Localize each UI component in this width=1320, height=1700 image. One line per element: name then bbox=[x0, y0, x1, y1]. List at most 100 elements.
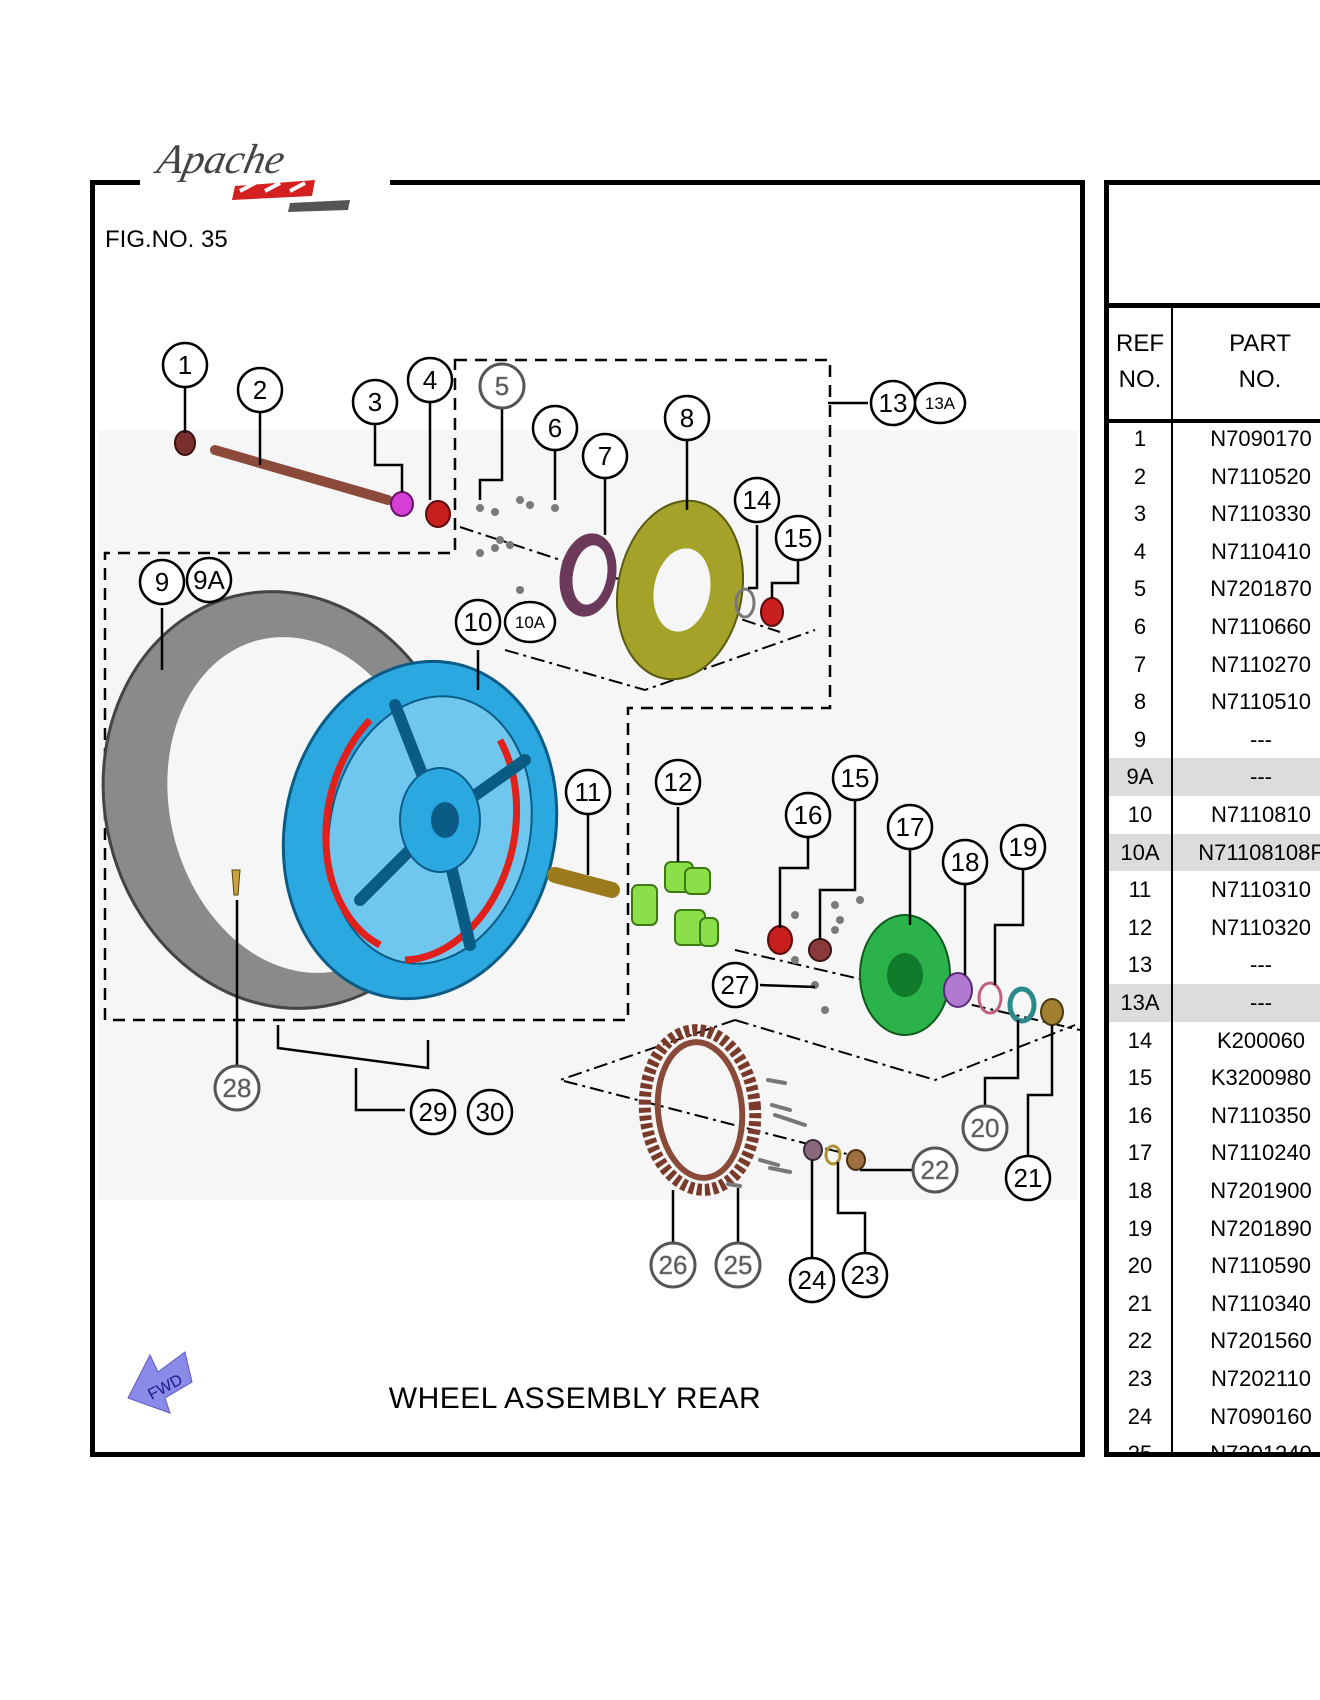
callout-1: 1 bbox=[161, 341, 209, 389]
ref-no-cell: 4 bbox=[1133, 538, 1147, 564]
callout-15: 15 bbox=[831, 754, 879, 802]
callout-label: 12 bbox=[664, 767, 693, 797]
ref-no-cell: 25 bbox=[1127, 1441, 1153, 1457]
table-row: 9A--- bbox=[1109, 758, 1320, 796]
part-no-cell: N7110410 bbox=[1211, 538, 1311, 564]
callout-label: 20 bbox=[971, 1113, 1000, 1143]
sprocket-hub bbox=[859, 914, 951, 1036]
ref-no-cell: 2 bbox=[1133, 463, 1147, 489]
part-no-cell: N7110590 bbox=[1211, 1253, 1311, 1279]
fwd-arrow-icon: FWD bbox=[127, 1351, 193, 1414]
ref-no-cell: 10A bbox=[1120, 839, 1160, 865]
ref-no-cell: 24 bbox=[1127, 1403, 1153, 1429]
ref-no-cell: 18 bbox=[1127, 1178, 1153, 1203]
callout-29: 29 bbox=[409, 1088, 457, 1136]
ref-no-cell: 7 bbox=[1133, 651, 1147, 677]
callout-23: 23 bbox=[841, 1251, 889, 1299]
callout-5: 5 bbox=[478, 362, 526, 410]
callout-label: 29 bbox=[419, 1097, 448, 1127]
part-no-cell: N71108108F bbox=[1198, 839, 1320, 865]
table-row: 18 N7201900 bbox=[1109, 1172, 1320, 1210]
callout-label: 15 bbox=[784, 523, 813, 553]
ref-no-cell: 9 bbox=[1133, 726, 1147, 752]
rear-wheel-rim bbox=[281, 659, 559, 1001]
ref-no-cell: 22 bbox=[1127, 1328, 1153, 1354]
callout-label: 25 bbox=[724, 1250, 753, 1280]
callout-25: 25 bbox=[714, 1241, 762, 1289]
callout-label: 13A bbox=[925, 394, 956, 413]
callout-label: 3 bbox=[368, 387, 382, 417]
callout-label: 16 bbox=[794, 800, 823, 830]
table-row: 12 N7110320 bbox=[1109, 909, 1320, 947]
callout-24: 24 bbox=[788, 1256, 836, 1304]
brake-disc bbox=[615, 499, 745, 681]
ref-no-cell: 15 bbox=[1127, 1065, 1153, 1091]
callout-label: 4 bbox=[423, 365, 437, 395]
part-no-cell: N7110810 bbox=[1211, 802, 1311, 827]
apache-logo-icon: Apache bbox=[150, 136, 350, 212]
table-row: 10A N71108108F bbox=[1109, 833, 1320, 872]
callout-19: 19 bbox=[999, 823, 1047, 871]
part-no-cell: N7201870 bbox=[1210, 576, 1312, 602]
spacer-11 bbox=[547, 867, 620, 898]
callout-label: 10A bbox=[515, 613, 546, 632]
callout-30: 30 bbox=[466, 1088, 514, 1136]
callout-label: 7 bbox=[598, 441, 612, 471]
callout-label: 11 bbox=[575, 777, 602, 807]
part-no-cell: N7201560 bbox=[1210, 1328, 1312, 1354]
table-row: 21 N7110340 bbox=[1109, 1285, 1320, 1323]
group-boxes bbox=[103, 358, 832, 1022]
part-no-cell: --- bbox=[1250, 764, 1272, 790]
callout-label: 21 bbox=[1014, 1163, 1043, 1193]
ref-no-cell: 19 bbox=[1127, 1215, 1153, 1241]
ref-no-cell: 10 bbox=[1127, 802, 1153, 827]
part-no-cell: K3200980 bbox=[1210, 1065, 1312, 1091]
callout-15: 15 bbox=[774, 514, 822, 562]
callout-label: 30 bbox=[476, 1097, 505, 1127]
figure-number: FIG.NO. 35 bbox=[103, 226, 232, 258]
sprocket-bolts bbox=[726, 1078, 807, 1188]
ref-no-cell: 16 bbox=[1127, 1102, 1153, 1128]
callout-label: 15 bbox=[841, 763, 870, 793]
leader-lines bbox=[160, 385, 1054, 1260]
part-no-cell: N7201900 bbox=[1210, 1178, 1312, 1203]
ref-no-cell: 12 bbox=[1127, 914, 1153, 940]
ref-no-cell: 17 bbox=[1127, 1140, 1153, 1166]
ref-no-cell: 8 bbox=[1133, 689, 1147, 715]
callout-20: 20 bbox=[961, 1104, 1009, 1152]
part-no-cell: N7110320 bbox=[1211, 914, 1311, 940]
ref-no-cell: 13A bbox=[1120, 990, 1160, 1015]
callout-label: 17 bbox=[896, 812, 925, 842]
part-no-cell: --- bbox=[1250, 990, 1272, 1015]
callout-label: 5 bbox=[495, 371, 509, 401]
callout-8: 8 bbox=[663, 394, 711, 442]
callout-10a: 10A bbox=[503, 600, 557, 644]
part-no-cell: N7090160 bbox=[1210, 1403, 1312, 1429]
callout-label: 28 bbox=[223, 1073, 252, 1103]
callout-label: 2 bbox=[253, 375, 267, 405]
hub-dampers bbox=[631, 861, 719, 947]
ref-no-cell: 3 bbox=[1133, 501, 1147, 527]
part-no-cell: N7110340 bbox=[1211, 1290, 1311, 1316]
table-row: 13--- bbox=[1109, 946, 1320, 984]
callout-9a: 9A bbox=[185, 556, 233, 604]
callout-16: 16 bbox=[784, 791, 832, 839]
column-divider bbox=[1171, 303, 1173, 1452]
ref-no-cell: 11 bbox=[1128, 877, 1152, 903]
ref-no-cell: 21 bbox=[1127, 1290, 1153, 1316]
svg-text:Apache: Apache bbox=[150, 136, 289, 182]
callout-label: 19 bbox=[1009, 832, 1038, 862]
part-no-cell: --- bbox=[1250, 952, 1272, 978]
callout-label: 9A bbox=[193, 565, 225, 595]
